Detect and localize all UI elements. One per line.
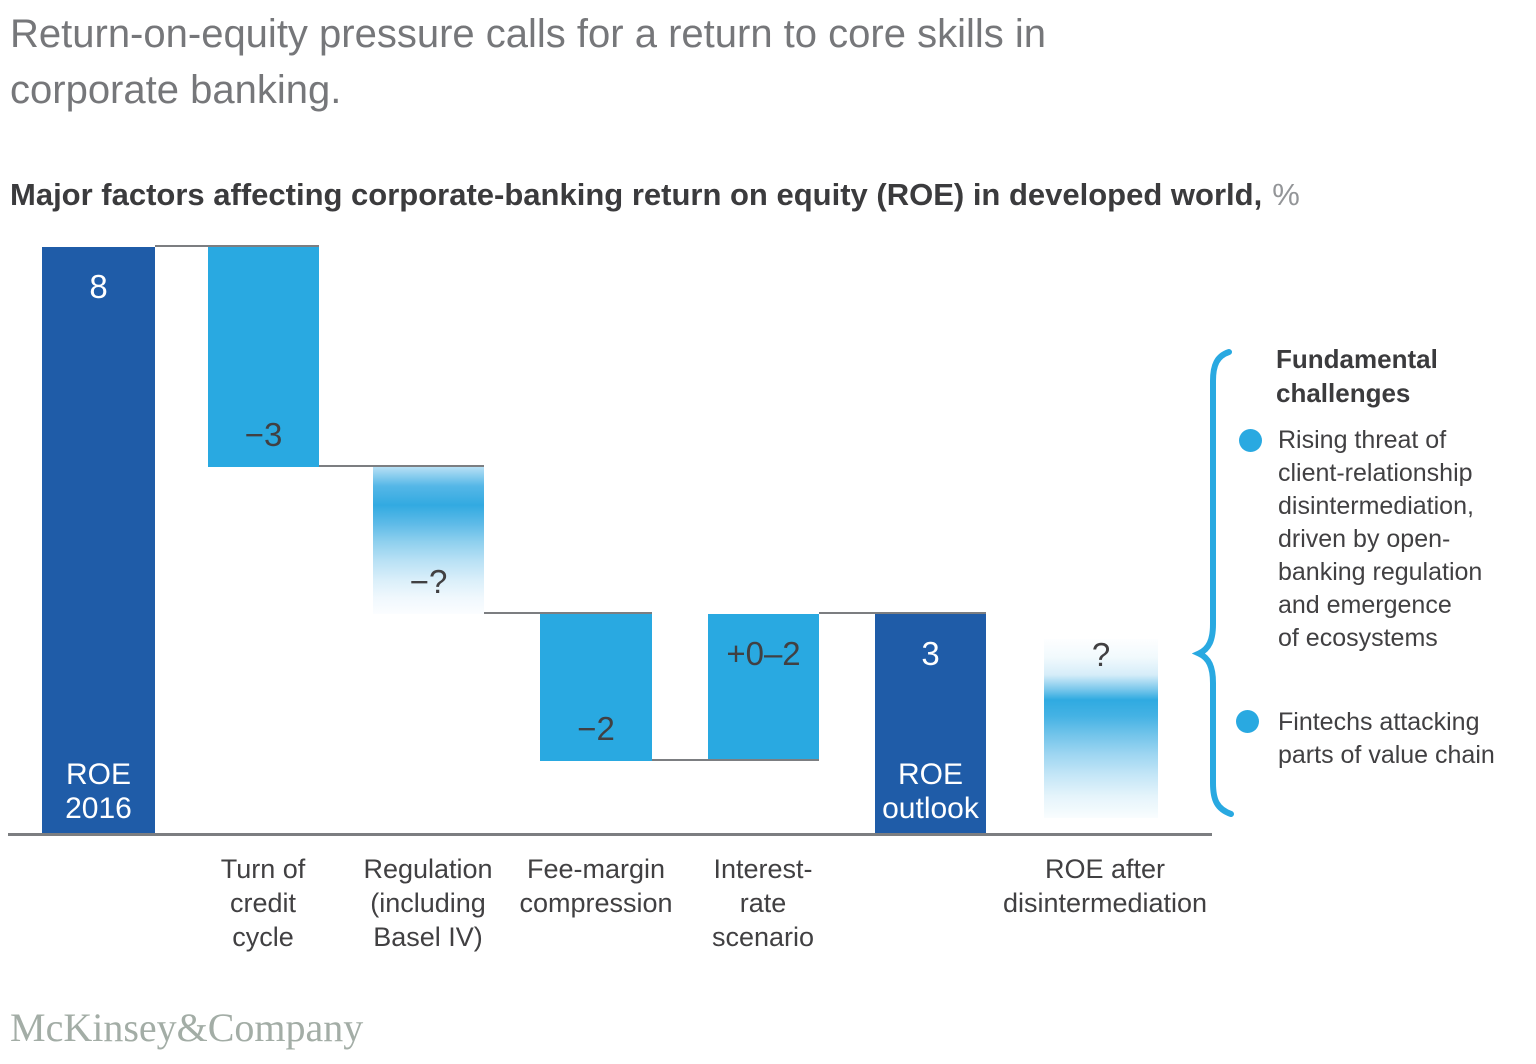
connector-line: [484, 612, 652, 614]
axis-label-regulation: Regulation (including Basel IV): [363, 854, 493, 952]
x-axis-line: [8, 833, 1212, 836]
bar-regulation: −?: [373, 467, 484, 614]
annotation-bullet-text: Fintechs attacking parts of value chain: [1278, 708, 1495, 769]
chart-subtitle-text: Major factors affecting corporate-bankin…: [10, 177, 1263, 212]
bar-value: 8: [89, 268, 108, 305]
bar-caption: ROE 2016: [65, 758, 132, 825]
chart-subtitle: Major factors affecting corporate-bankin…: [10, 176, 1510, 214]
bar-fee-margin-compression: −2: [540, 614, 652, 761]
axis-label-roe-after-disintermediation: ROE after disintermediation: [1002, 854, 1208, 918]
axis-label-fee-margin-compression: Fee-margin compression: [519, 854, 673, 918]
bar-value: +0–2: [726, 635, 801, 672]
axis-label-interest-rate-scenario: Interest- rate scenario: [711, 854, 815, 952]
connector-line: [155, 245, 319, 247]
bar-interest-rate-scenario: +0–2: [708, 614, 819, 761]
bar-value: 3: [921, 635, 940, 672]
axis-label-turn-of-credit-cycle: Turn of credit cycle: [220, 854, 306, 952]
bullet-dot-icon: [1236, 710, 1259, 733]
bar-roe-2016: 8 ROE 2016: [42, 247, 155, 835]
bar-roe-after-disintermediation: ?: [1044, 636, 1158, 818]
page-title: Return-on-equity pressure calls for a re…: [10, 12, 1046, 112]
bullet-dot-icon: [1239, 429, 1262, 452]
curly-brace-icon: [1192, 349, 1234, 817]
annotation-heading: Fundamental challenges: [1276, 344, 1438, 408]
bar-value: −?: [409, 563, 448, 600]
annotation-bullet-text: Rising threat of client-relationship dis…: [1278, 426, 1483, 652]
connector-line: [319, 465, 484, 467]
bar-value: −2: [577, 710, 615, 747]
connector-line: [652, 759, 819, 761]
connector-line: [819, 612, 986, 614]
bar-roe-outlook: 3 ROE outlook: [875, 614, 986, 835]
bar-caption: ROE outlook: [882, 758, 979, 825]
bar-value: −3: [244, 416, 283, 453]
bar-value: ?: [1091, 636, 1111, 673]
bar-turn-of-credit-cycle: −3: [208, 247, 319, 467]
mckinsey-logo: McKinsey&Company: [10, 1005, 364, 1050]
chart-subtitle-unit: %: [1272, 177, 1300, 212]
